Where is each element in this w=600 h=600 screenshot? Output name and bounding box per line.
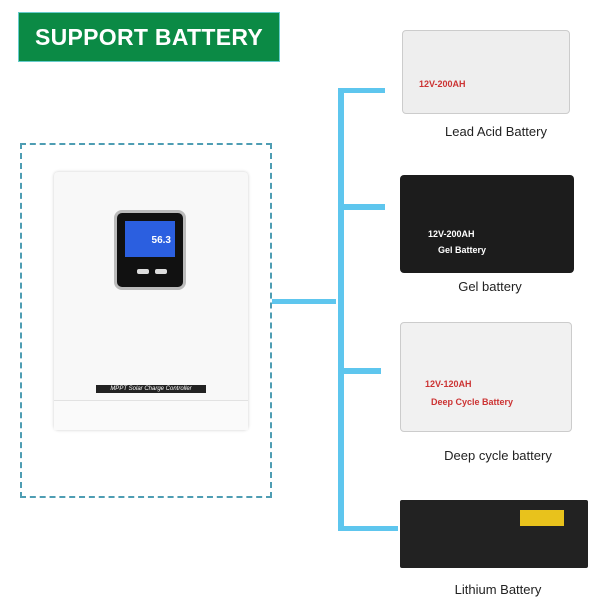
battery-print: Deep Cycle Battery <box>431 397 514 407</box>
battery-name: Lead Acid Battery <box>445 124 547 139</box>
lithium-battery-image <box>400 500 588 568</box>
controller-label: MPPT Solar Charge Controller <box>96 385 206 393</box>
display-panel: 56.3 <box>114 210 186 290</box>
support-battery-banner: SUPPORT BATTERY <box>18 12 280 62</box>
gel-battery-image: 12V-200AH Gel Battery <box>400 175 574 273</box>
battery-name: Gel battery <box>458 279 522 294</box>
lcd-screen: 56.3 <box>125 221 175 257</box>
controller-base <box>54 400 248 430</box>
battery-print: 12V-200AH <box>428 229 475 239</box>
connector-main <box>272 299 336 304</box>
battery-print: Gel Battery <box>438 245 487 255</box>
battery-print: 12V-200AH <box>419 79 466 89</box>
controller-frame <box>20 143 272 498</box>
connector-branch <box>338 204 385 210</box>
lead-acid-battery-image: 12V-200AH <box>402 30 570 114</box>
connector-branch <box>338 526 398 531</box>
charge-controller: 56.3 MPPT Solar Charge Controller <box>54 172 248 430</box>
connector-bus <box>338 88 344 531</box>
lithium-label-plate <box>520 510 564 526</box>
connector-branch <box>338 368 381 374</box>
battery-name: Deep cycle battery <box>444 448 552 463</box>
set-button <box>155 269 167 274</box>
deep-cycle-battery-image: 12V-120AH Deep Cycle Battery <box>400 322 572 432</box>
battery-name: Lithium Battery <box>454 582 542 597</box>
connector-branch <box>338 88 385 93</box>
battery-print: 12V-120AH <box>425 379 472 389</box>
menu-button <box>137 269 149 274</box>
